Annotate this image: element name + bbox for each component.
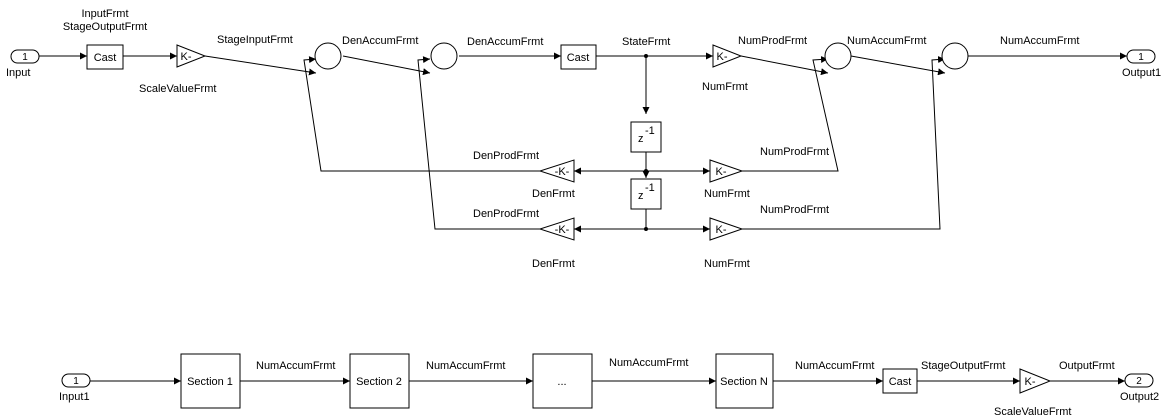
svg-text:K-: K- [181,51,192,63]
bottom-signal-cast-out: StageOutputFrmt [921,360,1005,372]
bottom-input-port-label: Input1 [59,391,90,403]
den-gain-2[interactable]: -K- [538,217,575,241]
num-gain-0[interactable]: K- [712,44,743,68]
bottom-scale-gain-label: ScaleValueFrmt [994,406,1071,418]
bottom-signal-s1-out: NumAccumFrmt [256,360,335,372]
signal-label-num-accum-1: NumAccumFrmt [847,35,926,47]
svg-text:Cast: Cast [94,52,117,64]
unit-delay-2[interactable]: z -1 [630,178,662,210]
signal-label-num-accum-out: NumAccumFrmt [1000,35,1079,47]
junction-dots [644,54,648,231]
num-gain-0-label: NumFrmt [702,81,748,93]
bottom-output-port-label: Output2 [1120,391,1159,403]
svg-text:2: 2 [1136,376,1142,387]
svg-text:K-: K- [716,166,727,178]
bottom-signal-sn-out: NumAccumFrmt [795,360,874,372]
svg-text:Section 2: Section 2 [356,376,402,388]
signal-label-den-accum-1: DenAccumFrmt [342,35,418,47]
num-gain-1-label: NumFrmt [704,188,750,200]
signal-label-num-prod-1: NumProdFrmt [760,146,829,158]
bottom-scale-gain[interactable]: K- [1019,368,1052,394]
svg-text:1: 1 [22,52,28,63]
section-n-block[interactable]: Section N [715,353,774,409]
svg-text:Cast: Cast [889,376,912,388]
svg-text:Cast: Cast [567,52,590,64]
signal-label-den-accum-2: DenAccumFrmt [467,36,543,48]
cast-input-label-1: InputFrmt [81,8,128,20]
svg-text:-1: -1 [645,125,655,137]
ellipsis-block[interactable]: ... [532,353,593,409]
cast-block-state[interactable]: Cast [560,44,597,70]
num-gain-1[interactable]: K- [709,159,744,183]
input-port-label: Input [6,67,30,79]
svg-text:Section 1: Section 1 [187,376,233,388]
num-gain-2-label: NumFrmt [704,258,750,270]
section-1-block[interactable]: Section 1 [180,353,241,409]
unit-delay-1[interactable]: z -1 [630,121,662,153]
bottom-cast-block[interactable]: Cast [882,368,918,394]
cast-input-label-2: StageOutputFrmt [63,21,147,33]
top-wires [39,52,1127,233]
den-gain-2-label: DenFrmt [532,258,575,270]
sum-block-den-2[interactable] [430,42,458,70]
scale-gain-label: ScaleValueFrmt [139,83,216,95]
scale-value-gain[interactable]: K- [176,44,207,68]
signal-label-num-prod-2: NumProdFrmt [760,204,829,216]
svg-text:1: 1 [73,376,79,387]
sum-block-num-2[interactable] [941,42,969,70]
svg-text:K-: K- [716,224,727,236]
cast-block-input[interactable]: Cast [86,44,124,70]
signal-label-den-prod-2: DenProdFrmt [473,208,539,220]
svg-text:-1: -1 [645,182,655,194]
sum-block-den-1[interactable] [314,42,342,70]
bottom-output-port[interactable]: 2 [1124,373,1154,388]
svg-text:z: z [638,190,644,202]
svg-text:-K-: -K- [555,166,570,178]
output-port[interactable]: 1 [1126,49,1156,64]
svg-text:K-: K- [717,51,728,63]
signal-label-num-prod-0: NumProdFrmt [738,35,807,47]
svg-text:Section N: Section N [720,376,768,388]
den-gain-1[interactable]: -K- [538,159,575,183]
svg-text:K-: K- [1025,376,1036,388]
bottom-signal-s2-out: NumAccumFrmt [426,360,505,372]
den-gain-1-label: DenFrmt [532,188,575,200]
bottom-signal-output: OutputFrmt [1059,360,1115,372]
signal-label-state: StateFrmt [622,36,670,48]
sum-block-num-1[interactable] [824,42,852,70]
signal-label-den-prod-1: DenProdFrmt [473,150,539,162]
bottom-signal-dots-out: NumAccumFrmt [609,357,688,369]
svg-text:...: ... [557,376,566,388]
svg-text:-K-: -K- [555,224,570,236]
section-2-block[interactable]: Section 2 [349,353,410,409]
bottom-input-port[interactable]: 1 [61,373,91,388]
input-port[interactable]: 1 [10,49,40,64]
svg-text:z: z [638,133,644,145]
svg-text:1: 1 [1138,52,1144,63]
num-gain-2[interactable]: K- [709,217,744,241]
output-port-label: Output1 [1122,67,1161,79]
signal-label-stage-input: StageInputFrmt [217,34,293,46]
